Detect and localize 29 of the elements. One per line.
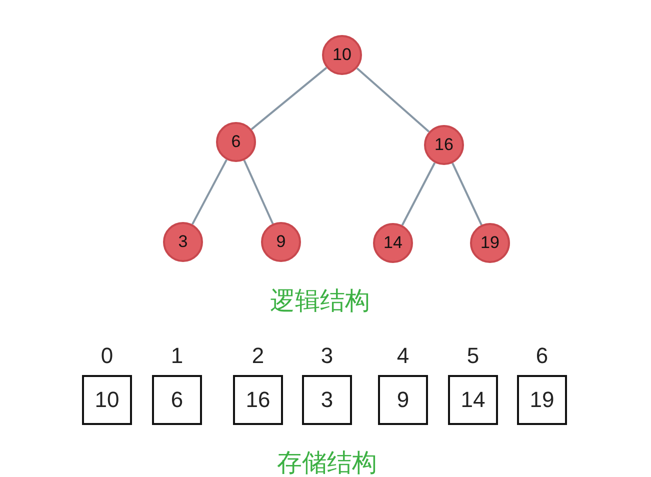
tree-edge (243, 160, 274, 224)
array-cell: 10 (82, 375, 132, 425)
tree-node: 9 (261, 222, 301, 262)
index-label: 0 (100, 343, 114, 369)
tree-node: 19 (470, 223, 510, 263)
tree-node: 3 (163, 222, 203, 262)
array-cell: 14 (448, 375, 498, 425)
tree-node: 16 (424, 125, 464, 165)
tree-edge (401, 162, 436, 226)
tree-edge (356, 67, 430, 133)
array-cell: 6 (152, 375, 202, 425)
index-label: 6 (534, 343, 550, 369)
caption-text: 逻辑结构 (270, 286, 370, 316)
tree-node: 10 (322, 35, 362, 75)
index-label: 2 (250, 343, 266, 369)
tree-node: 14 (373, 223, 413, 263)
tree-node: 6 (216, 122, 256, 162)
tree-edge (452, 162, 482, 226)
index-label: 3 (320, 343, 334, 369)
array-cell: 16 (233, 375, 283, 425)
array-cell: 9 (378, 375, 428, 425)
index-label: 1 (170, 343, 184, 369)
tree-edge (250, 66, 328, 130)
array-cell: 19 (517, 375, 567, 425)
tree-edge (191, 159, 228, 225)
index-label: 4 (396, 343, 410, 369)
array-cell: 3 (302, 375, 352, 425)
index-label: 5 (466, 343, 480, 369)
caption-text: 存储结构 (277, 448, 377, 477)
